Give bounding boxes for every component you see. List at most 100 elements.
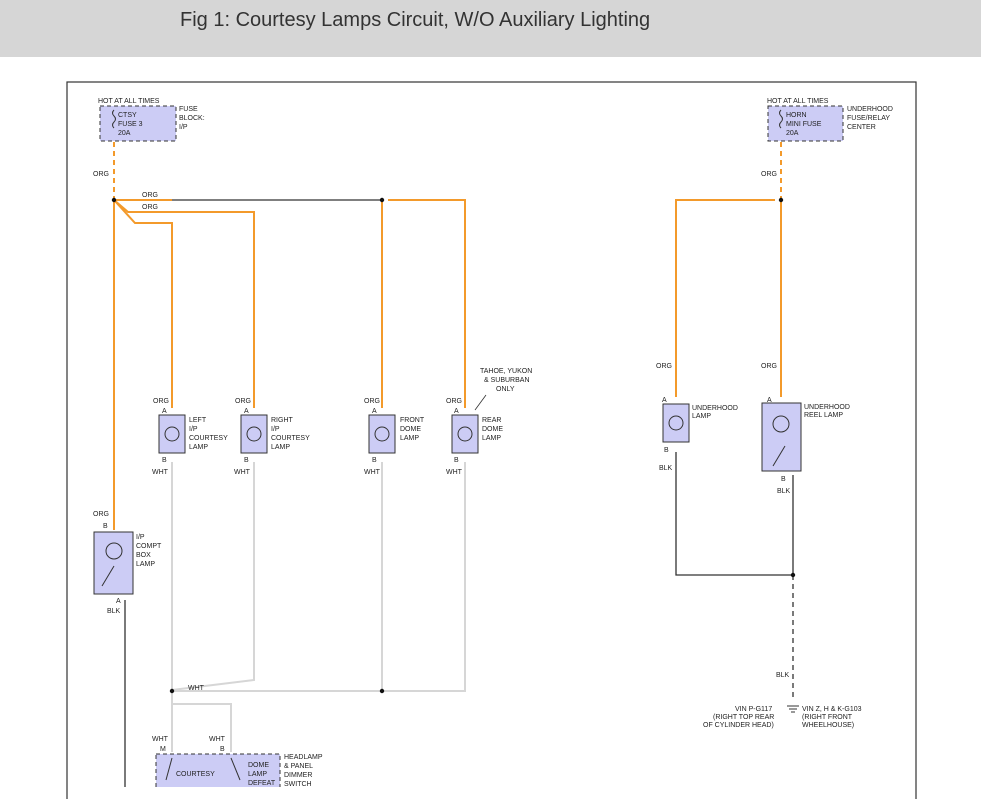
wire-label-wht: WHT xyxy=(234,469,251,476)
svg-text:UNDERHOOD: UNDERHOOD xyxy=(804,404,850,411)
svg-text:LAMP: LAMP xyxy=(482,435,501,442)
fuse-left-supply: HOT AT ALL TIMES xyxy=(98,98,160,105)
wire-label-wht: WHT xyxy=(188,685,205,692)
svg-text:& SUBURBAN: & SUBURBAN xyxy=(484,377,530,384)
fuse-block-label: BLOCK: xyxy=(179,115,205,122)
rear-dome-lamp: TAHOE, YUKON & SUBURBAN ONLY A B REAR DO… xyxy=(451,368,532,464)
fuse-left-line: CTSY xyxy=(118,112,137,119)
svg-text:LEFT: LEFT xyxy=(189,417,207,424)
svg-text:OF CYLINDER HEAD): OF CYLINDER HEAD) xyxy=(703,722,774,729)
wire-label-org: ORG xyxy=(761,363,777,370)
underhood-lamp: A B UNDERHOOD LAMP xyxy=(662,397,738,454)
right-ip-courtesy-lamp: A B RIGHT I/P COURTESY LAMP xyxy=(240,408,310,464)
wire-label-org: ORG xyxy=(93,511,109,518)
wire-label-wht: WHT xyxy=(209,736,226,743)
ground-icon xyxy=(787,705,799,713)
svg-text:DEFEAT: DEFEAT xyxy=(248,780,276,787)
fuse-left-icon xyxy=(112,109,116,129)
bulb-icon xyxy=(772,415,790,433)
wire-label-blk: BLK xyxy=(777,488,791,495)
fuse-left-line: FUSE 3 xyxy=(118,121,143,128)
svg-text:LAMP: LAMP xyxy=(248,771,267,778)
pin-label: A xyxy=(116,598,121,605)
svg-text:(RIGHT FRONT: (RIGHT FRONT xyxy=(802,714,853,721)
fuse-right-line: 20A xyxy=(786,130,799,137)
bulb-icon xyxy=(105,542,123,560)
svg-text:LAMP: LAMP xyxy=(271,444,290,451)
fuse-left: HOT AT ALL TIMES CTSY FUSE 3 20A FUSE BL… xyxy=(98,98,205,142)
ground-point: VIN P-G117 (RIGHT TOP REAR OF CYLINDER H… xyxy=(703,705,862,729)
switch-icon xyxy=(772,445,786,467)
wire-color-labels: ORG ORG ORG ORG ORG ORG ORG ORG ORG ORG … xyxy=(93,171,791,743)
svg-text:RIGHT: RIGHT xyxy=(271,417,294,424)
svg-text:UNDERHOOD: UNDERHOOD xyxy=(692,405,738,412)
fuse-left-line: 20A xyxy=(118,130,131,137)
underhood-reel-lamp: A B UNDERHOOD REEL LAMP xyxy=(761,397,850,483)
svg-text:I/P: I/P xyxy=(271,426,280,433)
svg-text:DOME: DOME xyxy=(482,426,503,433)
bulb-icon xyxy=(246,426,262,442)
diagram-frame xyxy=(66,81,917,799)
svg-text:ONLY: ONLY xyxy=(496,386,515,393)
svg-text:(RIGHT TOP REAR: (RIGHT TOP REAR xyxy=(713,714,774,721)
wire-label-blk: BLK xyxy=(107,608,121,615)
wire-label-wht: WHT xyxy=(152,469,169,476)
svg-text:COURTESY: COURTESY xyxy=(271,435,310,442)
wire-label-org: ORG xyxy=(153,398,169,405)
junction-dots xyxy=(111,197,796,694)
pin-label: B xyxy=(162,457,167,464)
svg-text:TAHOE, YUKON: TAHOE, YUKON xyxy=(480,368,532,375)
wire-label-org: ORG xyxy=(656,363,672,370)
wire-label-blk: BLK xyxy=(776,672,790,679)
pin-label: A xyxy=(662,397,667,404)
svg-text:WHEELHOUSE): WHEELHOUSE) xyxy=(802,722,854,729)
pin-label: B xyxy=(454,457,459,464)
wht-wires xyxy=(171,462,466,752)
org-wires xyxy=(113,142,782,530)
svg-text:BOX: BOX xyxy=(136,552,151,559)
bulb-icon xyxy=(457,426,473,442)
switch-icon xyxy=(101,565,115,587)
front-dome-lamp: A B FRONT DOME LAMP xyxy=(368,408,425,464)
fuse-block-label: FUSE xyxy=(179,106,198,113)
svg-text:I/P: I/P xyxy=(136,534,145,541)
wire-label-org: ORG xyxy=(446,398,462,405)
fuse-right-icon xyxy=(779,109,783,129)
fuse-center-label: CENTER xyxy=(847,124,876,131)
pin-label: A xyxy=(454,408,459,415)
wire-label-org: ORG xyxy=(142,192,158,199)
svg-text:LAMP: LAMP xyxy=(189,444,208,451)
pin-label: A xyxy=(767,397,772,404)
wire-label-wht: WHT xyxy=(364,469,381,476)
svg-text:COURTESY: COURTESY xyxy=(176,771,215,778)
fuse-right-line: MINI FUSE xyxy=(786,121,822,128)
fuse-center-label: FUSE/RELAY xyxy=(847,115,890,122)
ip-compt-box-lamp: B A I/P COMPT BOX LAMP xyxy=(93,523,162,605)
wire-label-org: ORG xyxy=(364,398,380,405)
switch-icon xyxy=(230,757,241,781)
bulb-icon xyxy=(374,426,390,442)
svg-text:I/P: I/P xyxy=(189,426,198,433)
bulb-icon xyxy=(164,426,180,442)
pin-label: B xyxy=(781,476,786,483)
wire-label-org: ORG xyxy=(761,171,777,178)
bulb-icon xyxy=(668,415,684,431)
svg-text:VIN P-G117: VIN P-G117 xyxy=(735,706,772,713)
pin-label: A xyxy=(162,408,167,415)
pin-label: A xyxy=(244,408,249,415)
fuse-right: HOT AT ALL TIMES HORN MINI FUSE 20A UNDE… xyxy=(767,98,893,142)
svg-text:& PANEL: & PANEL xyxy=(284,763,313,770)
svg-text:LAMP: LAMP xyxy=(692,413,711,420)
wire-label-org: ORG xyxy=(93,171,109,178)
svg-text:COURTESY: COURTESY xyxy=(189,435,228,442)
headlamp-dimmer-switch: M B COURTESY DOME LAMP DEFEAT HEADLAMP &… xyxy=(155,746,323,787)
pin-label: B xyxy=(103,523,108,530)
svg-text:LAMP: LAMP xyxy=(136,561,155,568)
fuse-center-label: UNDERHOOD xyxy=(847,106,893,113)
svg-text:REAR: REAR xyxy=(482,417,501,424)
page-title: Fig 1: Courtesy Lamps Circuit, W/O Auxil… xyxy=(180,9,651,31)
pin-label: B xyxy=(244,457,249,464)
fuse-right-supply: HOT AT ALL TIMES xyxy=(767,98,829,105)
pin-label: B xyxy=(372,457,377,464)
wire-label-org: ORG xyxy=(142,204,158,211)
